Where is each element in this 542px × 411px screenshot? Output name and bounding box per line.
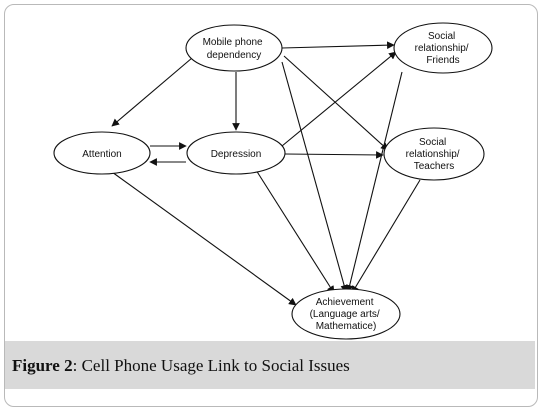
svg-text:Depression: Depression: [211, 149, 262, 160]
edge-depression-to-achievement: [255, 169, 335, 294]
node-friends-line-2: relationship/: [415, 43, 469, 54]
edge-mobile-to-friends: [281, 41, 395, 50]
node-achievement: Achievement (Language arts/ Mathematice): [291, 288, 401, 340]
node-teachers-line-1: Social: [419, 137, 446, 148]
caption-separator: :: [72, 356, 82, 375]
node-friends-line-3: Friends: [426, 55, 459, 66]
edge-depression-to-friends: [281, 51, 397, 147]
node-attention: Attention: [53, 131, 151, 175]
node-achievement-line-3: Mathematice): [316, 321, 377, 332]
node-depression: Depression: [186, 131, 286, 175]
svg-text:Social relationship/: Social relationship/ Friends: [415, 31, 472, 66]
figure-label: Figure 2: [12, 356, 73, 375]
svg-text:Achievement (Language ar: Achievement (Language arts/ Mathematice): [310, 297, 383, 332]
node-achievement-line-2: (Language arts/: [310, 309, 380, 320]
node-social-relationship-teachers: Social relationship/ Teachers: [383, 127, 485, 181]
caption-background: [5, 341, 535, 389]
edge-mobile-to-achievement: [281, 61, 348, 293]
svg-text:Attention: Attention: [82, 149, 121, 160]
edge-mobile-to-attention: [111, 57, 193, 127]
figure-caption: Figure 2: Cell Phone Usage Link to Socia…: [12, 356, 350, 376]
edge-mobile-to-teachers: [283, 55, 389, 151]
edge-attention-to-achievement: [111, 171, 297, 306]
node-social-relationship-friends: Social relationship/ Friends: [393, 22, 493, 74]
edge-friends-to-achievement: [345, 71, 403, 293]
edge-teachers-to-achievement: [351, 179, 421, 294]
node-depression-line-1: Depression: [211, 149, 262, 160]
node-achievement-line-1: Achievement: [316, 297, 374, 308]
node-teachers-line-3: Teachers: [414, 161, 455, 172]
node-mobile-line-1: Mobile phone: [203, 37, 263, 48]
node-mobile-phone-dependency: Mobile phone dependency: [185, 24, 283, 72]
svg-text:Social relationship/: Social relationship/ Teachers: [406, 137, 463, 172]
svg-text:Mobile phone dependency: Mobile phone dependency: [203, 37, 266, 61]
node-friends-line-1: Social: [428, 31, 455, 42]
edge-depression-to-teachers: [284, 151, 384, 159]
node-teachers-line-2: relationship/: [406, 149, 460, 160]
node-mobile-line-2: dependency: [207, 50, 262, 61]
caption-text: Cell Phone Usage Link to Social Issues: [81, 356, 350, 375]
node-attention-line-1: Attention: [82, 149, 121, 160]
